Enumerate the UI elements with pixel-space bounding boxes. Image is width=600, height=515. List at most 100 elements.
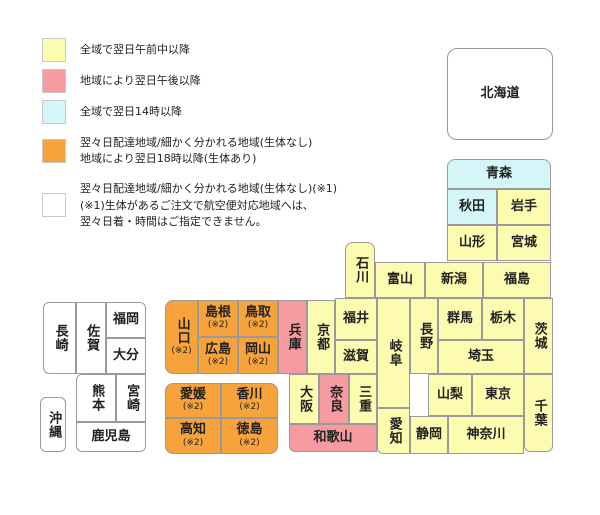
prefecture-name: 北海道 (480, 85, 520, 101)
legend-swatch-yellow (42, 38, 66, 62)
prefecture-note: (※2) (239, 402, 260, 413)
prefecture-akita[interactable]: 秋田 (447, 189, 497, 225)
prefecture-name: 和歌山 (313, 429, 353, 445)
prefecture-okinawa[interactable]: 沖縄 (40, 397, 66, 452)
prefecture-saitama[interactable]: 埼玉 (438, 340, 524, 374)
prefecture-mie[interactable]: 三重 (349, 374, 377, 424)
legend-swatch-pink (42, 69, 66, 93)
prefecture-yamagata[interactable]: 山形 (447, 225, 497, 261)
prefecture-shimane[interactable]: 島根(※2) (198, 300, 238, 337)
prefecture-aichi[interactable]: 愛知 (377, 408, 410, 454)
prefecture-yamaguchi[interactable]: 山口(※2) (165, 300, 198, 374)
legend-text: 翌々日着・時間はご指定できません。 (80, 215, 267, 228)
prefecture-osaka[interactable]: 大阪 (289, 374, 319, 424)
prefecture-name: 東京 (484, 386, 511, 402)
legend-swatch-cyan (42, 100, 66, 124)
legend-text: 地域により翌日午後以降 (80, 74, 201, 87)
prefecture-tochigi[interactable]: 栃木 (482, 298, 524, 340)
prefecture-shiga[interactable]: 滋賀 (335, 340, 377, 374)
prefecture-niigata[interactable]: 新潟 (425, 262, 483, 298)
prefecture-name: 山形 (458, 234, 485, 250)
prefecture-name: 大阪 (297, 385, 313, 413)
prefecture-tottori[interactable]: 鳥取(※2) (238, 300, 278, 337)
prefecture-shizuoka[interactable]: 静岡 (410, 416, 448, 454)
prefecture-saga[interactable]: 佐賀 (76, 302, 106, 374)
prefecture-ibaraki[interactable]: 茨城 (524, 298, 553, 374)
prefecture-chiba[interactable]: 千葉 (524, 374, 553, 452)
prefecture-tokushima[interactable]: 徳島(※2) (221, 418, 278, 454)
prefecture-name: 長野 (417, 322, 433, 350)
legend-text: 全域で翌日午前中以降 (80, 43, 190, 56)
prefecture-name: 山口 (174, 317, 190, 346)
prefecture-yamanashi[interactable]: 山梨 (428, 374, 472, 416)
prefecture-name: 栃木 (489, 310, 516, 326)
prefecture-hyogo[interactable]: 兵庫 (278, 300, 307, 374)
prefecture-fukui[interactable]: 福井 (335, 298, 377, 340)
prefecture-note: (※2) (207, 357, 229, 368)
prefecture-gifu[interactable]: 岐阜 (377, 298, 410, 408)
prefecture-name: 熊本 (89, 384, 105, 412)
legend-text: 地域により翌日18時以降(生体あり) (80, 152, 257, 165)
prefecture-name: 鹿児島 (91, 428, 131, 444)
prefecture-ehime[interactable]: 愛媛(※2) (165, 383, 221, 418)
prefecture-name: 香川 (236, 386, 263, 402)
prefecture-name: 山梨 (436, 386, 463, 402)
prefecture-name: 群馬 (446, 310, 473, 326)
prefecture-name: 福井 (342, 310, 369, 326)
prefecture-ishikawa[interactable]: 石川 (345, 242, 375, 298)
prefecture-name: 岩手 (510, 198, 537, 214)
prefecture-name: 茨城 (531, 322, 547, 350)
prefecture-note: (※2) (207, 320, 229, 331)
prefecture-nagasaki[interactable]: 長崎 (43, 302, 76, 374)
prefecture-kagoshima[interactable]: 鹿児島 (76, 422, 146, 452)
prefecture-name: 長崎 (52, 324, 68, 352)
prefecture-kanagawa[interactable]: 神奈川 (448, 416, 524, 454)
prefecture-okayama[interactable]: 岡山(※2) (238, 337, 278, 374)
prefecture-toyama[interactable]: 富山 (375, 262, 425, 298)
prefecture-nagano[interactable]: 長野 (410, 298, 438, 374)
prefecture-note: (※2) (247, 357, 269, 368)
prefecture-kochi[interactable]: 高知(※2) (165, 418, 221, 454)
prefecture-aomori[interactable]: 青森 (447, 159, 551, 189)
prefecture-gunma[interactable]: 群馬 (438, 298, 482, 340)
prefecture-name: 富山 (386, 271, 413, 287)
prefecture-hiroshima[interactable]: 広島(※2) (198, 337, 238, 374)
prefecture-name: 奈良 (327, 385, 343, 413)
prefecture-note: (※2) (182, 437, 204, 448)
prefecture-miyazaki[interactable]: 宮崎 (116, 374, 146, 422)
legend-swatch-white (42, 193, 66, 217)
prefecture-name: 秋田 (458, 198, 485, 214)
prefecture-hokkaido[interactable]: 北海道 (447, 48, 553, 140)
prefecture-note: (※2) (171, 346, 192, 357)
prefecture-name: 愛知 (386, 417, 402, 445)
prefecture-name: 青森 (485, 165, 512, 181)
prefecture-miyagi[interactable]: 宮城 (497, 225, 551, 261)
prefecture-name: 滋賀 (342, 348, 369, 364)
prefecture-kagawa[interactable]: 香川(※2) (221, 383, 278, 418)
prefecture-name: 石川 (353, 256, 369, 284)
prefecture-name: 埼玉 (467, 348, 494, 364)
prefecture-name: 福岡 (112, 311, 139, 327)
prefecture-nara[interactable]: 奈良 (319, 374, 349, 424)
prefecture-name: 宮城 (510, 234, 537, 250)
prefecture-fukushima[interactable]: 福島 (483, 262, 551, 298)
prefecture-name: 佐賀 (84, 324, 100, 352)
prefecture-note: (※2) (182, 402, 204, 413)
prefecture-kumamoto[interactable]: 熊本 (76, 374, 116, 422)
prefecture-oita[interactable]: 大分 (106, 338, 146, 374)
prefecture-name: 兵庫 (285, 323, 301, 351)
prefecture-name: 宮崎 (124, 384, 140, 412)
prefecture-name: 島根 (204, 304, 231, 320)
prefecture-name: 徳島 (236, 422, 263, 438)
prefecture-name: 岐阜 (386, 339, 402, 367)
legend-swatch-orange (42, 139, 66, 163)
prefecture-wakayama[interactable]: 和歌山 (289, 424, 377, 452)
prefecture-iwate[interactable]: 岩手 (497, 189, 551, 225)
prefecture-note: (※2) (239, 437, 260, 448)
prefecture-kyoto[interactable]: 京都 (307, 300, 335, 374)
prefecture-fukuoka[interactable]: 福岡 (106, 302, 146, 338)
prefecture-name: 愛媛 (179, 386, 206, 402)
legend-text: 全域で翌日14時以降 (80, 105, 182, 118)
prefecture-tokyo[interactable]: 東京 (472, 374, 524, 416)
prefecture-name: 鳥取 (244, 304, 271, 320)
